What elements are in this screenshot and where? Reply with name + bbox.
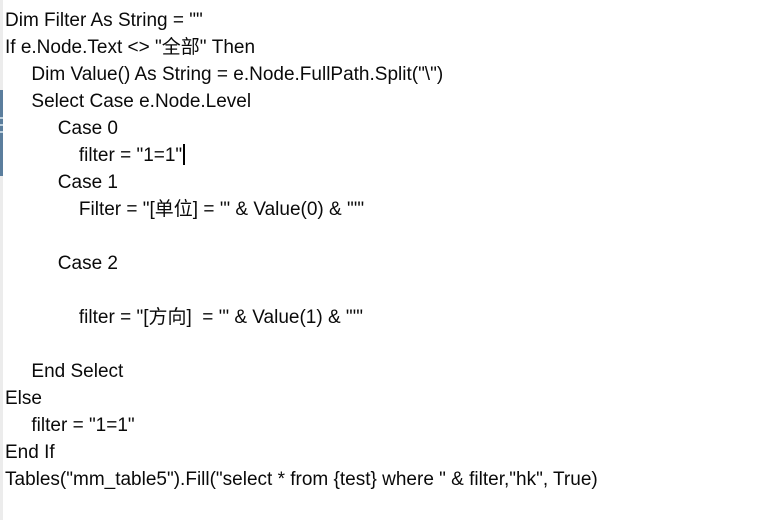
code-editor[interactable]: Dim Filter As String = "" If e.Node.Text … [5, 7, 767, 520]
scrollbar-thumb-fragment[interactable] [0, 90, 3, 176]
code-line: Else [5, 388, 42, 409]
code-line: Select Case e.Node.Level [5, 91, 252, 112]
code-line: Case 1 [5, 172, 118, 193]
scrollbar-grip-icon [0, 124, 3, 126]
scrollbar-grip-icon [0, 131, 3, 133]
code-line: End If [5, 442, 55, 463]
code-line: filter = "1=1" [5, 415, 135, 436]
code-line: Case 0 [5, 118, 118, 139]
code-line: End Select [5, 361, 124, 382]
code-line: Dim Filter As String = "" [5, 10, 203, 31]
code-line: Tables("mm_table5").Fill("select * from … [5, 469, 598, 490]
code-line [5, 277, 767, 304]
code-line: If e.Node.Text <> "全部" Then [5, 37, 256, 58]
code-line: Filter = "[单位] = '" & Value(0) & "'" [5, 199, 365, 220]
code-line: filter = "[方向] = '" & Value(1) & "'" [5, 307, 364, 328]
code-line [5, 331, 767, 358]
code-line: Case 2 [5, 253, 118, 274]
scrollbar-grip-icon [0, 117, 3, 119]
code-line: filter = "1=1" [5, 142, 767, 169]
window-edge-strip [0, 0, 3, 520]
code-line: Dim Value() As String = e.Node.FullPath.… [5, 64, 444, 85]
code-line [5, 223, 767, 250]
text-caret [183, 144, 186, 165]
